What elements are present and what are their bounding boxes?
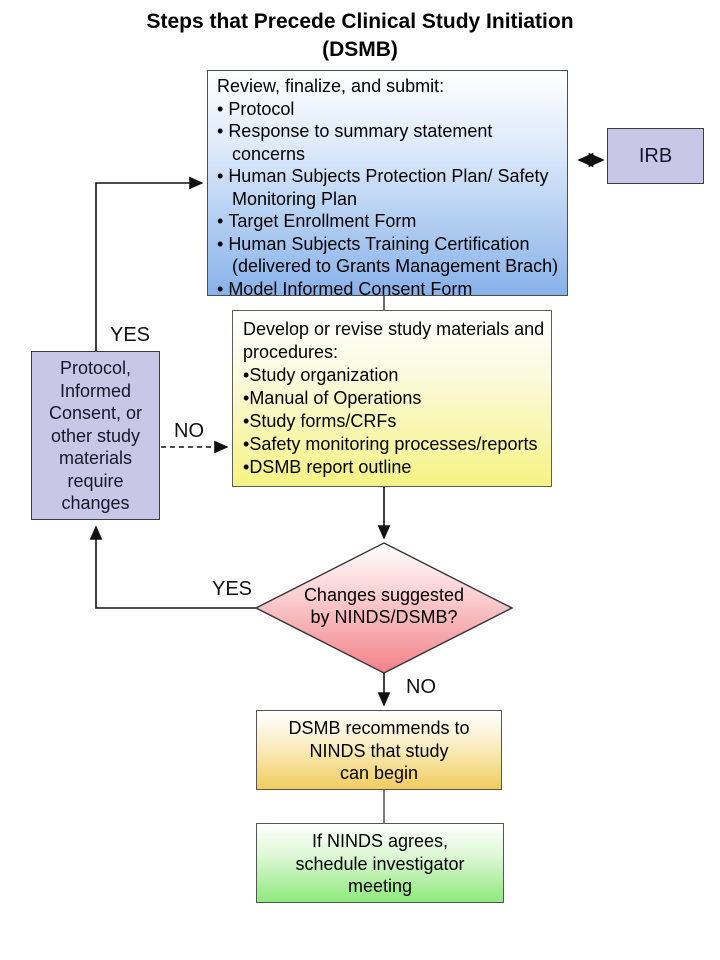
- slide-title-line-2: (DSMB): [322, 38, 398, 61]
- develop-materials-intro: Develop or revise study materials and pr…: [243, 319, 545, 362]
- review-bullet-enrollment-form: Target Enrollment Form: [217, 210, 559, 233]
- yes-label-decision-branch: YES: [212, 578, 253, 600]
- develop-materials-box: Develop or revise study materials and pr…: [232, 310, 552, 487]
- review-submit-box: Review, finalize, and submit: Protocol R…: [207, 70, 568, 299]
- yes-label-changes-to-review: YES: [110, 324, 151, 346]
- meeting-line-2: schedule investigator: [295, 853, 465, 874]
- irb-label: IRB: [638, 144, 673, 167]
- review-submit-intro: Review, finalize, and submit:: [217, 76, 445, 96]
- dsmb-recommends-box: DSMB recommends to NINDS that study can …: [256, 710, 502, 790]
- recommend-line-1: DSMB recommends to: [288, 718, 470, 738]
- investigator-meeting-box: If NINDS agrees, schedule investigator m…: [256, 823, 504, 903]
- decision-diamond-label: Changes suggested by NINDS/DSMB?: [264, 584, 504, 628]
- meeting-line-3: meeting: [347, 876, 413, 896]
- review-bullet-consent-form: Model Informed Consent Form: [217, 278, 559, 301]
- review-bullet-summary-statement: Response to summary statement concerns: [217, 120, 559, 165]
- arrow-decision-yes-to-changes: [89, 525, 256, 609]
- materials-require-changes-text: Protocol, Informed Consent, or other stu…: [48, 358, 143, 513]
- develop-materials-bullet-list: Study organization Manual of Operations …: [243, 364, 545, 479]
- arrow-changes-yes-to-review: [95, 176, 204, 351]
- slide-title: Steps that Precede Clinical Study Initia…: [0, 8, 720, 64]
- develop-bullet-manual-operations: Manual of Operations: [243, 387, 545, 410]
- recommend-line-2: NINDS that study: [309, 740, 449, 761]
- review-bullet-training-certification: Human Subjects Training Certification (d…: [217, 233, 559, 278]
- no-label-changes-to-develop: NO: [174, 420, 204, 442]
- develop-bullet-study-organization: Study organization: [243, 364, 545, 387]
- review-bullet-protection-plan: Human Subjects Protection Plan/ Safety M…: [217, 165, 559, 210]
- develop-bullet-safety-monitoring: Safety monitoring processes/reports: [243, 433, 545, 456]
- materials-require-changes-box: Protocol, Informed Consent, or other stu…: [31, 351, 160, 520]
- no-label-decision-branch: NO: [406, 676, 436, 698]
- review-bullet-protocol: Protocol: [217, 98, 559, 121]
- irb-box: IRB: [607, 128, 704, 184]
- slide-title-line-1: Steps that Precede Clinical Study Initia…: [146, 10, 574, 33]
- review-submit-bullet-list: Protocol Response to summary statement c…: [217, 98, 559, 301]
- meeting-line-1: If NINDS agrees,: [311, 831, 449, 851]
- develop-bullet-study-forms: Study forms/CRFs: [243, 410, 545, 433]
- decision-line-1: Changes suggested: [303, 585, 465, 605]
- recommend-line-3: can begin: [339, 763, 419, 783]
- decision-line-2: by NINDS/DSMB?: [310, 607, 458, 627]
- develop-bullet-dsmb-outline: DSMB report outline: [243, 456, 545, 479]
